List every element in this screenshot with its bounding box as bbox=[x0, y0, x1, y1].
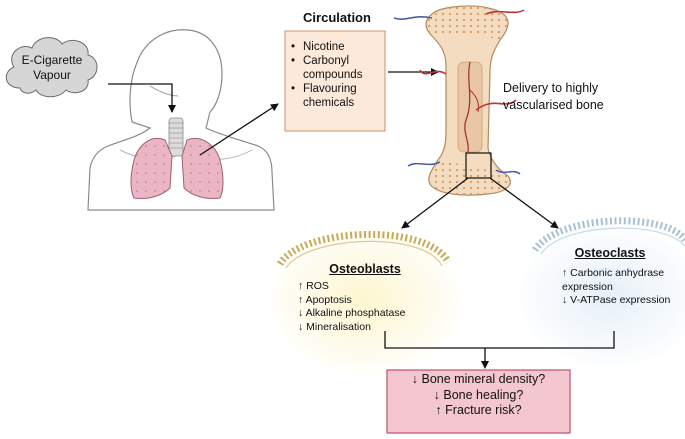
list-item: ↑ ROS bbox=[298, 280, 329, 292]
bone-to-osteoclasts-arrow bbox=[489, 177, 559, 229]
osteoblast-effects-list: ↑ ROS ↑ Apoptosis ↓ Alkaline phosphatase… bbox=[298, 280, 405, 334]
osteoclast-cell bbox=[520, 217, 685, 366]
osteoblast-cell bbox=[270, 226, 460, 374]
lungs-to-circulation-arrow bbox=[199, 103, 279, 156]
outcome-box bbox=[386, 369, 571, 434]
outcome-line-bone-healing: ↓ Bone healing? bbox=[433, 387, 524, 402]
osteoclasts-title: Osteoclasts bbox=[574, 246, 646, 260]
vapour-cloud-label: E-Cigarette Vapour bbox=[6, 53, 98, 83]
list-item: Carbonyl compounds bbox=[289, 54, 381, 82]
vapour-label-line1: E-Cigarette bbox=[21, 53, 83, 67]
list-item: ↓ Mineralisation bbox=[298, 320, 371, 333]
lungs-icon bbox=[130, 117, 224, 199]
circulation-title: Circulation bbox=[303, 10, 371, 25]
list-item: ↑ Carbonic anhydrase expression bbox=[562, 267, 665, 293]
list-item: ↓ Alkaline phosphatase bbox=[298, 307, 406, 319]
circulation-compound-list: Nicotine Carbonyl compounds Flavouring c… bbox=[289, 40, 381, 110]
outcome-line-bone-density: ↓ Bone mineral density? bbox=[411, 372, 546, 386]
osteoblasts-title: Osteoblasts bbox=[329, 262, 401, 276]
list-item: ↓ V-ATPase expression bbox=[562, 294, 671, 306]
list-item: Flavouring chemicals bbox=[289, 82, 381, 110]
convergence-connector bbox=[384, 331, 615, 369]
list-item: ↑ Apoptosis bbox=[298, 293, 352, 306]
outcome-text: ↓ Bone mineral density? ↓ Bone healing? … bbox=[396, 372, 561, 419]
vapour-cloud bbox=[5, 37, 98, 98]
bone-region-highlight bbox=[465, 152, 492, 179]
list-item: Nicotine bbox=[289, 40, 381, 54]
inhalation-arrow bbox=[108, 83, 176, 113]
delivery-label: Delivery to highly vascularised bone bbox=[503, 81, 604, 112]
outcome-line-fracture-risk: ↑ Fracture risk? bbox=[435, 403, 522, 417]
osteoclast-effects-list: ↑ Carbonic anhydrase expression ↓ V-ATPa… bbox=[562, 267, 682, 308]
long-bone-illustration bbox=[393, 5, 525, 196]
bone-to-osteoblasts-arrow bbox=[401, 177, 469, 229]
vapour-label-line2: Vapour bbox=[33, 68, 71, 82]
